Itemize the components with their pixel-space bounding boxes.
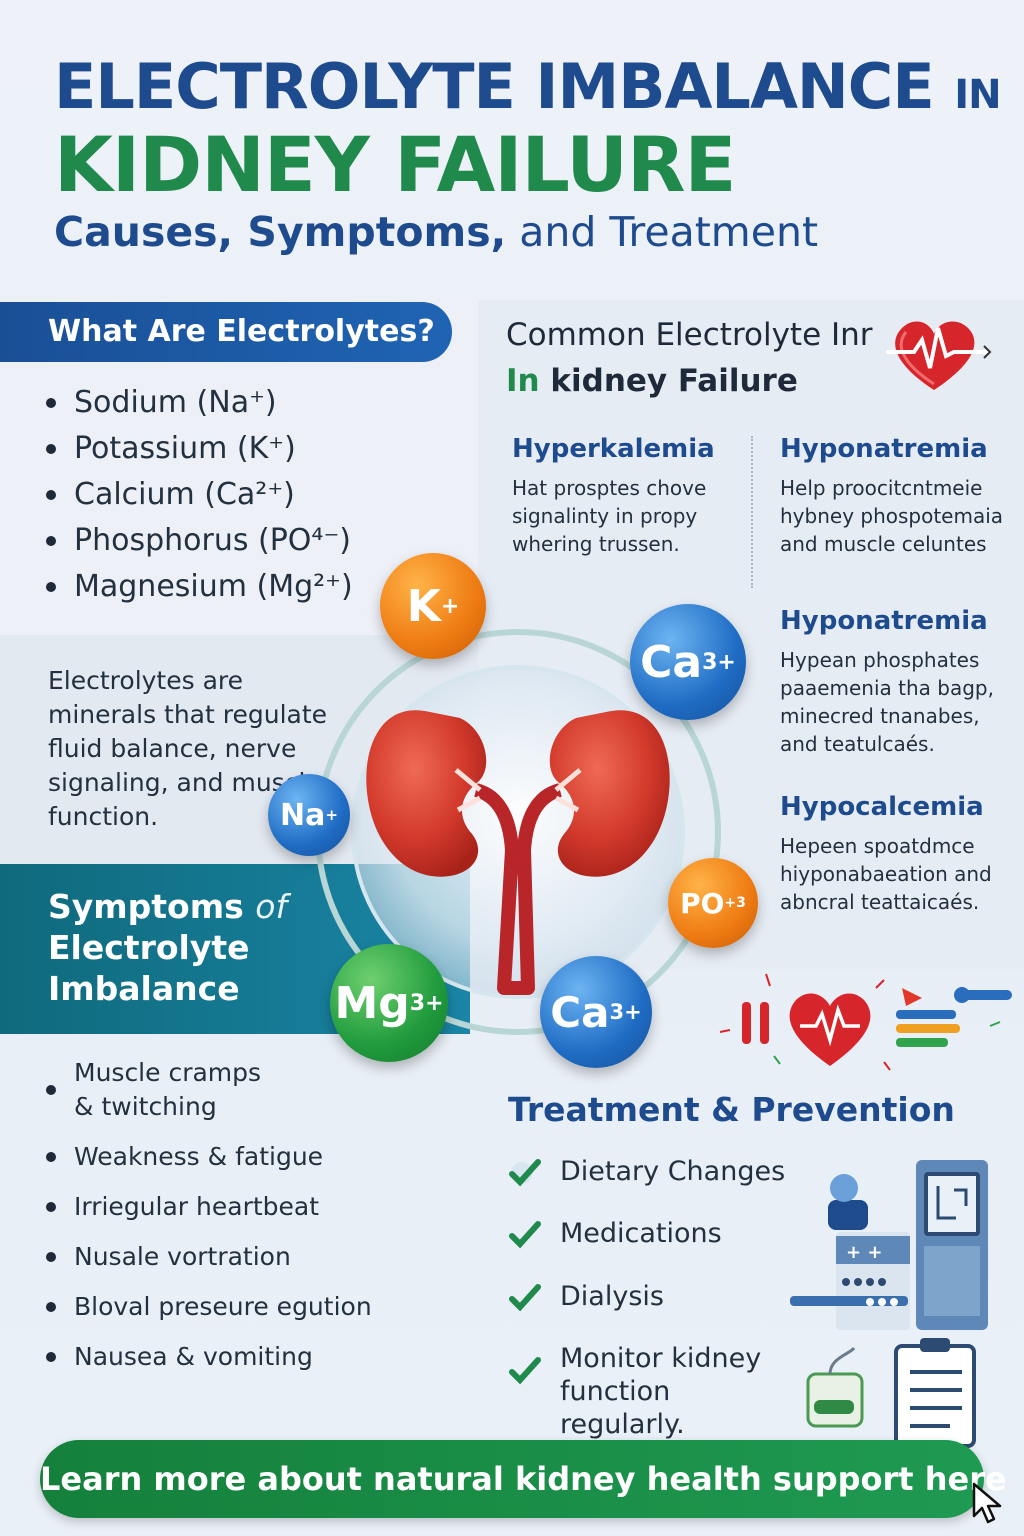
treatment-item: Dialysis [508, 1281, 664, 1315]
imbalance-hyponatremia-2: Hyponatremia Hypean phosphates paaemenia… [780, 606, 1010, 758]
check-icon [509, 1357, 541, 1385]
imbalance-hypocalcemia: Hypocalcemia Hepeen spoatdmce hiyponabae… [780, 792, 1010, 916]
heart-icon [886, 321, 992, 390]
kidney-illustration [315, 629, 721, 1035]
potassium-ion: K+ [380, 553, 486, 659]
treatment-item: Monitor kidney function regularly. [508, 1342, 798, 1441]
imbalance-hyperkalemia: Hyperkalemia Hat prosptes chove signalin… [512, 434, 737, 558]
imbalance-body: Help proocitcntmeie hybney phospotemaia … [780, 476, 1004, 556]
imbalance-heading: Hyponatremia [780, 434, 988, 464]
heartbeat-decoration-icon [719, 973, 1012, 1071]
what-are-electrolytes-heading: What Are Electrolytes? [0, 302, 452, 362]
list-item: Nusale vortration [46, 1240, 406, 1274]
treatment-item: Medications [508, 1218, 722, 1252]
treatment-heading: Treatment & Prevention [508, 1090, 955, 1129]
dialysis-machine-icon: + + [790, 1160, 988, 1330]
title-line-2: KIDNEY FAILURE [54, 120, 736, 209]
check-icon [509, 1284, 541, 1312]
imbalance-heading: Hypocalcemia [780, 792, 984, 822]
symptoms-heading: Symptoms of Electrolyte Imbalance [48, 887, 288, 1008]
common-imbalances-heading: Common Electrolyte Inr In kidney Failure [506, 317, 873, 399]
svg-text:+ +: + + [846, 1242, 882, 1263]
electrolyte-list: Sodium (Na⁺) Potassium (K⁺) Calcium (Ca²… [46, 380, 353, 610]
list-item: Weakness & fatigue [46, 1140, 406, 1174]
phosphate-ion: PO+3 [668, 858, 758, 948]
cursor-icon [972, 1482, 1002, 1524]
list-item: Nausea & vomiting [46, 1340, 406, 1374]
title-in: IN [954, 72, 1001, 118]
imbalance-body: Hat prosptes chove signalinty in propy w… [512, 476, 707, 556]
list-item: Potassium (K⁺) [46, 426, 353, 472]
list-item: Muscle cramps & twitching [46, 1056, 286, 1124]
list-item: Magnesium (Mg²⁺) [46, 564, 353, 610]
imbalance-hyponatremia: Hyponatremia Help proocitcntmeie hybney … [780, 434, 1010, 558]
sodium-ion: Na+ [268, 774, 350, 856]
list-item: Calcium (Ca²⁺) [46, 472, 353, 518]
list-item: Phosphorus (PO⁴⁻) [46, 518, 353, 564]
check-icon [509, 1159, 541, 1187]
imbalance-body: Hepeen spoatdmce hiyponabaeation and abn… [780, 834, 992, 914]
subtitle: Causes, Symptoms, and Treatment [54, 208, 819, 256]
title-line-1: ELECTROLYTE IMBALANCE IN [54, 50, 1002, 123]
list-item: Bloval preseure egution [46, 1290, 406, 1324]
imbalance-body: Hypean phosphates paaemenia tha bagp, mi… [780, 648, 994, 756]
check-icon [509, 1221, 541, 1249]
clipboard-icon [806, 1338, 976, 1448]
symptoms-list: Muscle cramps & twitching Weakness & fat… [46, 1056, 406, 1390]
column-divider [751, 436, 753, 588]
learn-more-button[interactable]: Learn more about natural kidney health s… [40, 1440, 1007, 1518]
electrolyte-description: Electrolytes are minerals that regulate … [48, 666, 328, 831]
list-item: Sodium (Na⁺) [46, 380, 353, 426]
imbalance-heading: Hyponatremia [780, 606, 988, 636]
treatment-item: Dietary Changes [508, 1156, 785, 1190]
imbalance-heading: Hyperkalemia [512, 434, 715, 464]
list-item: Irriegular heartbeat [46, 1190, 406, 1224]
